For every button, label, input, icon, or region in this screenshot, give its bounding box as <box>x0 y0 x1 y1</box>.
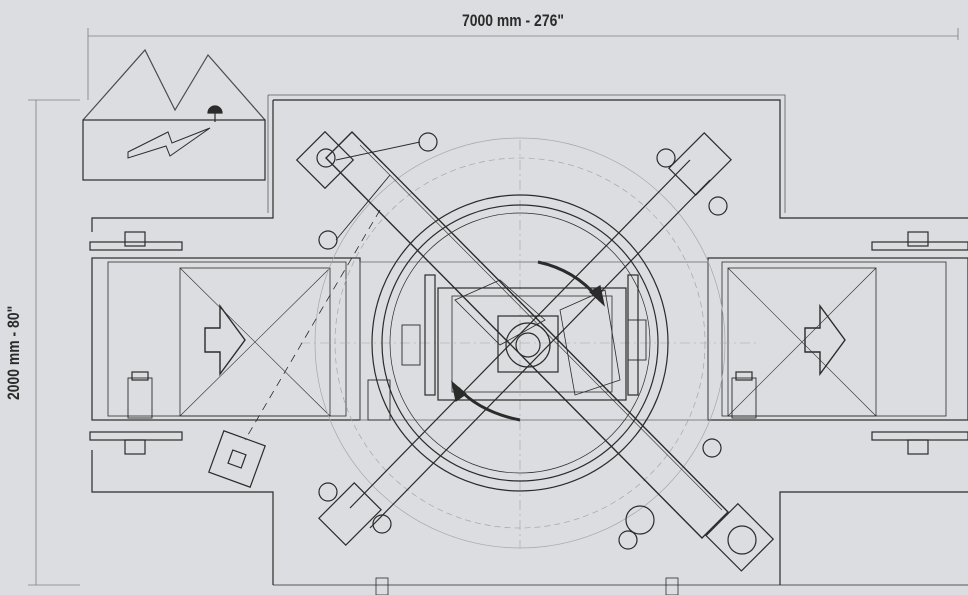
width-dimension-line <box>87 28 959 100</box>
conveyor-right <box>707 231 968 455</box>
conveyor-left <box>89 231 361 455</box>
width-dimension-label: 7000 mm - 276" <box>462 11 564 30</box>
curved-arrow-icon <box>537 260 600 299</box>
power-cabinet <box>82 48 266 181</box>
enclosure-outline <box>91 99 968 585</box>
rotating-ring <box>371 194 669 492</box>
diagonal-arm-b <box>318 132 732 546</box>
right-arrow-icon <box>204 303 246 377</box>
central-platform <box>424 274 639 401</box>
lightning-bolt-icon <box>127 127 211 159</box>
curved-arrow-icon <box>456 386 521 422</box>
right-arrow-icon <box>804 303 846 377</box>
height-dimension-line <box>28 99 80 586</box>
height-dimension-label: 2000 mm - 80" <box>4 305 23 400</box>
diagonal-arm-a <box>295 130 775 572</box>
